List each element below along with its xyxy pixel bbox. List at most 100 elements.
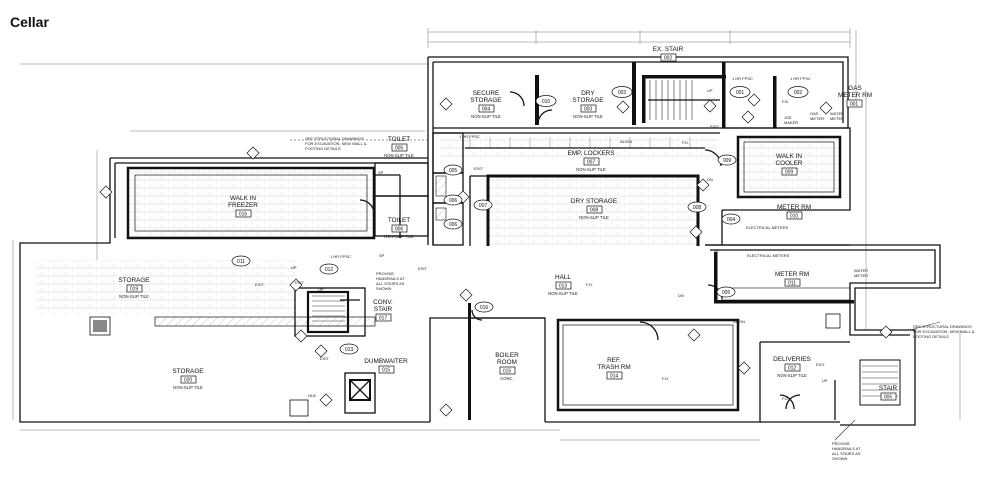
stair-up-label: UP bbox=[291, 265, 297, 270]
door-tag-label: 006 bbox=[449, 222, 458, 228]
storage-019-strip bbox=[36, 260, 376, 336]
door-tags: 010 003 001 002 005 006 007 008 009 004 … bbox=[231, 86, 809, 355]
floor-drain-label: F.D. bbox=[682, 140, 689, 145]
room-number: 019 bbox=[130, 287, 139, 293]
room-name: ROOM bbox=[497, 359, 517, 366]
room-number: 017 bbox=[379, 316, 388, 322]
door-tag-002 bbox=[787, 86, 809, 98]
door-tag-005b bbox=[716, 286, 736, 298]
partition-tags bbox=[99, 93, 893, 417]
door-tag-005a bbox=[443, 164, 463, 176]
room-number-box bbox=[580, 104, 597, 113]
room-name: STORAGE bbox=[470, 97, 501, 104]
room-name: COOLER bbox=[776, 160, 803, 167]
door-tag-label: 006 bbox=[449, 198, 458, 204]
rated-partitions bbox=[290, 139, 941, 441]
structural-note: FOR EXCAVATION, NEW WALL & bbox=[913, 329, 975, 334]
room-name: DRY STORAGE bbox=[571, 198, 617, 205]
room-name: STORAGE bbox=[172, 368, 203, 375]
room-name: DELIVERIES bbox=[773, 356, 811, 363]
room-number: 003 bbox=[584, 107, 593, 113]
room-number-box bbox=[586, 205, 603, 214]
room-number-box bbox=[660, 53, 677, 62]
room-finish: NON-SLIP TILE bbox=[384, 234, 414, 239]
room-name: SECURE bbox=[473, 90, 500, 97]
room-name: HALL bbox=[555, 274, 571, 281]
water-meter-top-label: WATER bbox=[830, 111, 844, 116]
floor-drain-label: F.D. bbox=[782, 396, 789, 401]
align-label: ALIGN bbox=[733, 319, 745, 324]
room-labels: EX. STAIR 002 SECURE STORAGE 004 NON-SLI… bbox=[118, 46, 897, 401]
room-name: TOILET bbox=[388, 136, 410, 143]
handrail-note: HANDRAILS AT bbox=[376, 276, 405, 281]
exit-label: EXIT bbox=[320, 356, 329, 361]
handrail-note: ALL STAIRS AS bbox=[832, 451, 861, 456]
door-tag-label: 011 bbox=[237, 259, 245, 265]
room-name: GAS bbox=[848, 85, 862, 92]
room-name: TRASH RM bbox=[597, 364, 630, 371]
room-number-box bbox=[555, 281, 572, 290]
door-tag-label: 008 bbox=[693, 205, 702, 211]
door-tag-label: 007 bbox=[479, 203, 488, 209]
door-tag-label: 013 bbox=[345, 347, 354, 353]
room-number: 008 bbox=[590, 208, 599, 214]
structural-note: FOOTING DETAILS bbox=[913, 334, 949, 339]
handrail-note: SHOWN bbox=[376, 286, 391, 291]
exit-label: EXIT bbox=[816, 362, 825, 367]
room-number-box bbox=[378, 365, 395, 374]
door-tag-006b bbox=[443, 218, 463, 230]
sump-label: SP bbox=[379, 253, 385, 258]
room-number: 006 bbox=[395, 227, 404, 233]
electrical-meters-label: ELECTRICAL METERS bbox=[746, 225, 789, 230]
room-name: CONV. bbox=[373, 299, 393, 306]
room-number-box bbox=[126, 284, 143, 293]
room-finish: CONC. bbox=[500, 376, 514, 381]
structural-note: FOOTING DETAILS bbox=[305, 146, 341, 151]
conv-stair-block bbox=[289, 287, 376, 417]
door-tag-011 bbox=[231, 255, 251, 267]
room-finish: NON-SLIP TILE bbox=[579, 215, 609, 220]
fire-rating-label: 1 HR FPSC bbox=[732, 76, 753, 81]
room-number: 004 bbox=[482, 107, 491, 113]
room-number-box bbox=[784, 363, 801, 372]
room-number-box bbox=[391, 143, 408, 152]
room-name: TOILET bbox=[388, 217, 410, 224]
room-number: 016 bbox=[239, 212, 248, 218]
room-number-box bbox=[846, 99, 863, 108]
room-number-box bbox=[784, 278, 801, 287]
room-name: BOILER bbox=[495, 352, 519, 359]
hlb-label: HLB bbox=[308, 393, 316, 398]
door-swings bbox=[359, 91, 801, 410]
room-number-box bbox=[583, 157, 600, 166]
room-finish: NON-SLIP TILE bbox=[548, 291, 578, 296]
handrail-note: ALL STAIRS AS bbox=[376, 281, 405, 286]
water-meter-label: WATER bbox=[854, 268, 868, 273]
outer-walls bbox=[19, 56, 941, 426]
door-tag-004 bbox=[721, 213, 741, 225]
page-title: Cellar bbox=[10, 14, 49, 30]
room-number: 014 bbox=[610, 374, 619, 380]
door-tag-label: 010 bbox=[542, 99, 551, 105]
room-number: 011 bbox=[788, 281, 796, 287]
stair-down-label: DN bbox=[678, 293, 684, 298]
door-tag-016 bbox=[474, 301, 494, 313]
room-name: REF. bbox=[607, 357, 621, 364]
room-number-box bbox=[499, 366, 516, 375]
joe-maker-label: JOE bbox=[784, 115, 792, 120]
electrical-meters-label: ELECTRICAL METERS bbox=[747, 253, 790, 258]
fire-rating-label: 1 HR FPSC bbox=[459, 134, 480, 139]
room-name: METER RM bbox=[838, 92, 872, 99]
fire-rating-label: 1 HR FPSC bbox=[790, 76, 811, 81]
sump-label: SP bbox=[714, 248, 720, 253]
sump-label: SP bbox=[378, 170, 384, 175]
dry-storage-008-room bbox=[469, 174, 700, 246]
gas-meter-label: METER bbox=[810, 116, 824, 121]
room-finish: NON-SLIP TILE bbox=[576, 167, 606, 172]
door-tag-008 bbox=[687, 201, 707, 213]
structural-note: SEE STRUCTURAL DRAWINGS bbox=[913, 324, 972, 329]
room-number: 009 bbox=[785, 170, 794, 176]
room-name: FREEZER bbox=[228, 202, 258, 209]
room-number: 012 bbox=[788, 366, 797, 372]
gas-meter-label: GAS bbox=[810, 111, 819, 116]
